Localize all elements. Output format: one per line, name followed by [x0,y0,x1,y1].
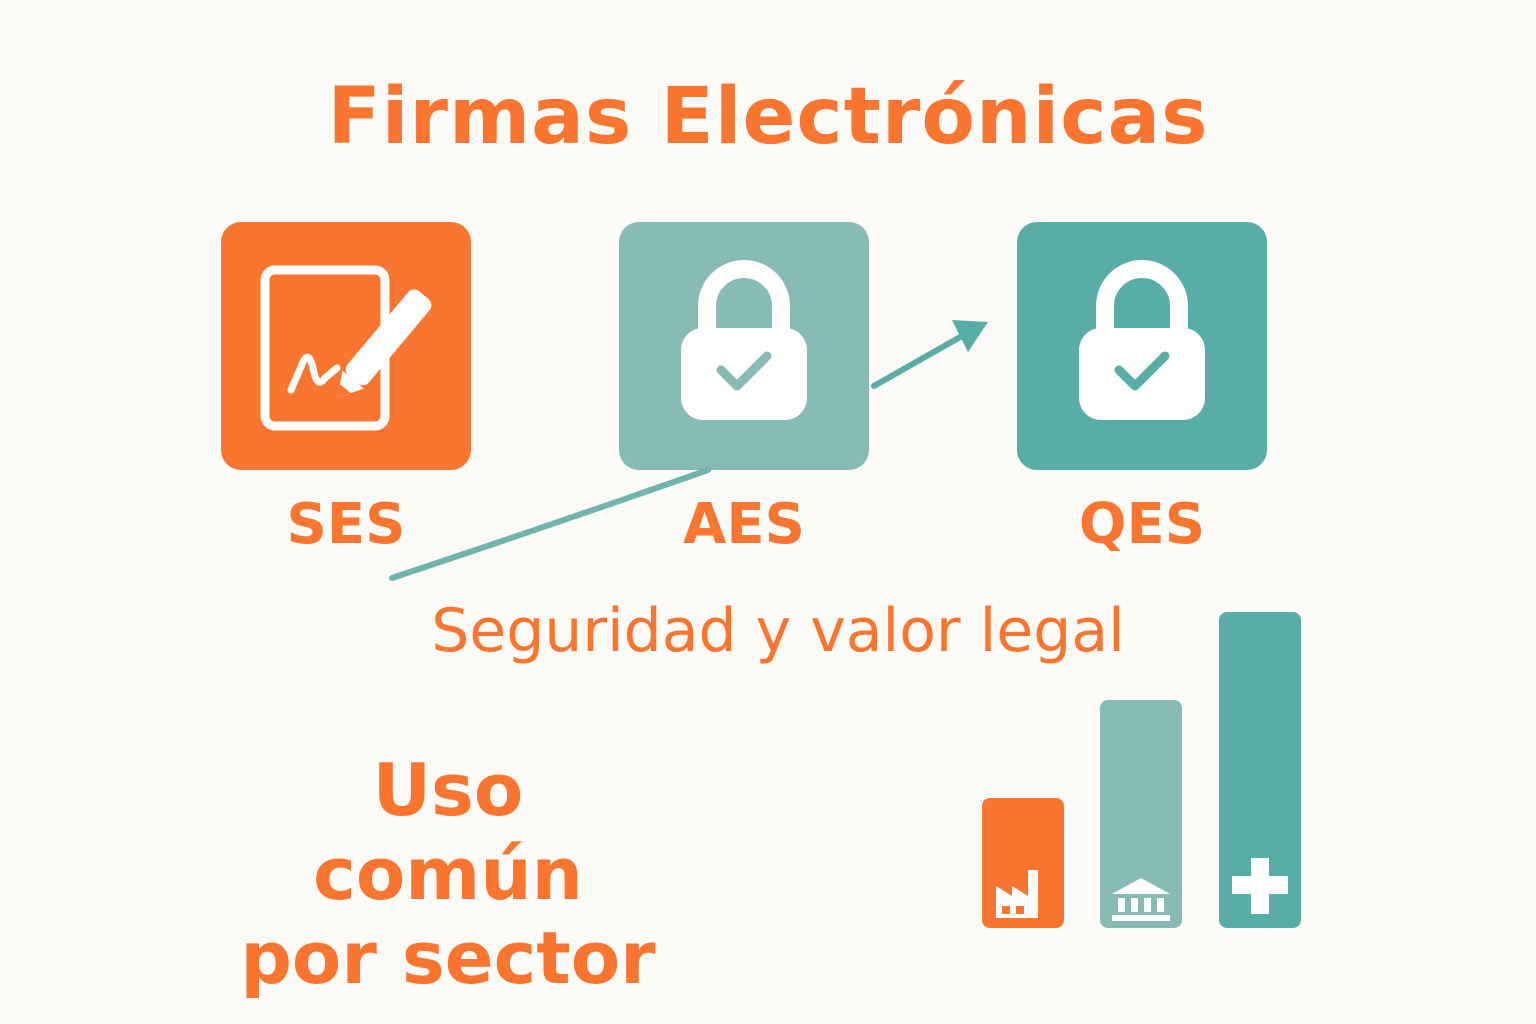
pen-signature-icon [260,265,432,431]
ses-label: SES [286,492,406,557]
qes-label: QES [1078,492,1206,557]
sector-bar-industry [982,798,1064,928]
aes-label: AES [683,492,805,557]
usage-title-line2: por sector [240,916,656,1000]
axis-label: Seguridad y valor legal [431,596,1125,666]
arrowhead-icon [952,320,988,352]
usage-title: Uso común por sector [238,748,658,1000]
qes-tile [1017,222,1267,470]
padlock-check-icon [681,260,807,420]
usage-title-line1: Uso común [313,748,583,916]
medical-cross-icon [1232,858,1288,914]
page-title: Firmas Electrónicas [327,72,1209,162]
sector-bar-banking [1100,700,1182,928]
padlock-check-icon [1079,260,1205,420]
aes-tile [619,222,869,470]
ses-tile [221,222,471,470]
factory-icon [996,870,1038,918]
sector-bar-health [1219,612,1301,928]
bank-icon [1112,878,1170,921]
